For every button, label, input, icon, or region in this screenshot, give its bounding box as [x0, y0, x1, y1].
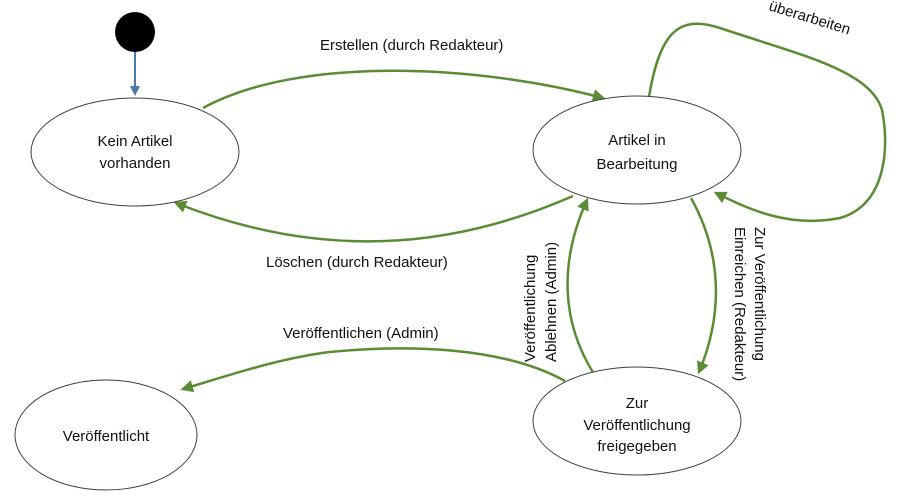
state-label-line: Veröffentlicht	[63, 428, 150, 445]
state-kein-artikel: Kein Artikel vorhanden	[30, 97, 240, 207]
state-label-line: Bearbeitung	[597, 156, 678, 173]
transition-label-ueberarbeiten: überarbeiten	[767, 0, 853, 38]
state-freigegeben: Zur Veröffentlichung freigegeben	[532, 366, 742, 476]
transition-einreichen	[689, 197, 718, 375]
state-veroeffentlicht: Veröffentlicht	[14, 379, 198, 491]
transition-erstellen	[202, 69, 606, 110]
transition-ueberarbeiten	[647, 22, 887, 223]
transition-ablehnen	[566, 197, 596, 375]
transition-label-ablehnen-line1: Veröffentlichung	[522, 255, 539, 362]
state-label-line: Veröffentlichung	[583, 417, 690, 434]
transition-loeschen	[173, 194, 574, 243]
transition-label-ablehnen-line2: Ablehnen (Admin)	[543, 242, 560, 362]
state-label-line: vorhanden	[100, 155, 171, 172]
transition-label-veroeffentlichen: Veröffentlichen (Admin)	[283, 325, 439, 342]
state-label-line: Kein Artikel	[97, 133, 172, 150]
transition-label-erstellen: Erstellen (durch Redakteur)	[320, 37, 503, 54]
state-in-bearbeitung: Artikel in Bearbeitung	[532, 95, 742, 205]
initial-node	[115, 12, 155, 52]
state-label-line: Zur	[626, 395, 649, 412]
transition-label-einreichen-line2: Einreichen (Redakteur)	[731, 227, 748, 381]
state-label-line: Artikel in	[608, 132, 666, 149]
transition-veroeffentlichen	[180, 347, 566, 393]
state-label-line: freigegeben	[597, 438, 676, 455]
transition-label-einreichen-line1: Zur Veröffentlichung	[751, 227, 768, 361]
transition-label-loeschen: Löschen (durch Redakteur)	[266, 254, 448, 271]
